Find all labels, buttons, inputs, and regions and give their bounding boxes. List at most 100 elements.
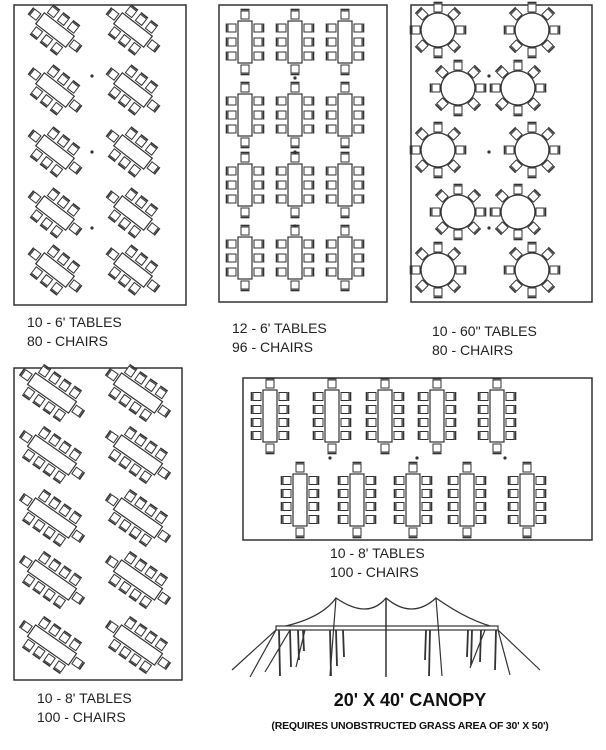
chair: [303, 37, 315, 47]
chair: [134, 12, 149, 27]
chair: [56, 195, 71, 210]
chair: [527, 64, 542, 79]
chair: [104, 492, 119, 507]
chair: [32, 455, 46, 470]
chair: [409, 25, 421, 35]
chair: [146, 99, 161, 113]
chair: [68, 222, 83, 236]
table-round-60in: [429, 183, 487, 241]
chair: [312, 418, 324, 427]
chair: [157, 591, 172, 606]
chair: [144, 378, 158, 393]
chair: [414, 126, 429, 141]
chair: [308, 476, 320, 485]
chair: [340, 280, 350, 292]
chair: [29, 266, 44, 281]
chair: [118, 580, 132, 595]
chair: [303, 267, 315, 277]
table-8ft: [18, 363, 86, 423]
chair: [46, 187, 61, 202]
chair: [68, 99, 83, 113]
table-6ft: [27, 244, 83, 296]
chair: [417, 405, 429, 414]
chair: [475, 489, 487, 498]
tent-pole-marker: [90, 74, 94, 78]
chair: [118, 645, 132, 660]
chair: [505, 405, 517, 414]
chair: [134, 371, 148, 386]
chair: [49, 41, 64, 56]
chair: [157, 466, 172, 481]
chair: [68, 447, 83, 462]
table-6ft: [27, 187, 83, 239]
chair: [494, 188, 509, 203]
chair: [265, 443, 275, 455]
chair: [475, 502, 487, 511]
chair: [144, 79, 159, 94]
chair: [105, 247, 120, 261]
chair: [29, 148, 44, 163]
table-6ft: [275, 224, 315, 292]
layout-2-tables: 12 - 6' TABLES: [232, 320, 327, 336]
chair: [117, 155, 132, 170]
chair: [434, 221, 449, 236]
chair: [123, 488, 138, 503]
chair: [48, 433, 62, 448]
chair: [134, 195, 149, 210]
chair: [107, 448, 122, 463]
chair: [134, 496, 148, 511]
tent-pole-marker: [487, 74, 491, 78]
chair: [56, 12, 71, 27]
chair: [250, 418, 262, 427]
chair: [124, 187, 139, 202]
chair: [107, 511, 122, 526]
table-8ft: [280, 461, 320, 539]
chair: [225, 37, 237, 47]
chair: [32, 645, 46, 660]
chair: [429, 83, 441, 93]
table-8ft: [417, 377, 457, 455]
chair: [508, 279, 523, 294]
table-8ft: [18, 550, 86, 610]
chair: [144, 19, 159, 34]
chair: [58, 503, 72, 518]
chair: [522, 461, 532, 473]
chair: [447, 279, 462, 294]
chair: [58, 440, 72, 455]
chair: [27, 7, 42, 21]
chair: [68, 39, 83, 53]
chair: [549, 25, 561, 35]
chair: [290, 207, 300, 219]
chair: [39, 155, 54, 170]
chair: [535, 515, 547, 524]
chair: [58, 378, 72, 393]
chair: [253, 180, 265, 190]
chair: [494, 97, 509, 112]
chair: [549, 145, 561, 155]
chair: [353, 267, 365, 277]
chair: [154, 637, 169, 652]
chair: [154, 510, 169, 525]
chair: [462, 461, 472, 473]
chair: [49, 163, 64, 178]
chair: [21, 448, 36, 463]
chair: [42, 462, 56, 477]
table-round-60in: [503, 1, 561, 59]
chair: [56, 252, 71, 267]
chair: [154, 447, 169, 462]
chair: [303, 180, 315, 190]
chair: [527, 188, 542, 203]
chair: [308, 489, 320, 498]
chair: [66, 19, 81, 34]
table-6ft: [325, 8, 365, 76]
chair: [340, 151, 350, 163]
chair: [290, 137, 300, 149]
chair: [290, 151, 300, 163]
chair: [146, 222, 161, 236]
table-6ft: [325, 81, 365, 149]
layout-4-tables: 10 - 8' TABLES: [37, 690, 132, 706]
chair: [225, 51, 237, 61]
chair: [393, 431, 405, 440]
